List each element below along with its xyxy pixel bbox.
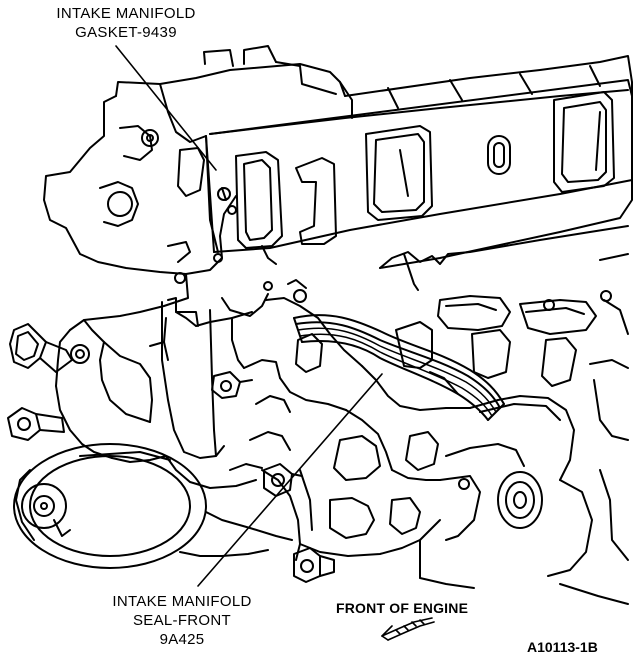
front-of-engine-label: FRONT OF ENGINE <box>336 600 469 616</box>
gasket-callout-line1: INTAKE MANIFOLD <box>56 5 196 22</box>
gasket-callout-line2: GASKET-9439 <box>75 24 177 41</box>
arrow-icon <box>381 617 435 641</box>
bolts <box>7 323 335 583</box>
bolt-bottom <box>293 547 335 583</box>
figure-id: A10113-1B <box>527 639 598 655</box>
seal-callout-line3: 9A425 <box>159 631 205 648</box>
intake-manifold-front-seal <box>293 314 505 421</box>
seal-leader-line <box>197 373 383 587</box>
bolt-lower-center <box>263 463 303 497</box>
bolt-center <box>211 371 253 399</box>
intake-manifold-gasket <box>205 79 633 291</box>
cylinder-block <box>287 225 629 605</box>
front-cover <box>55 273 471 561</box>
seal-callout: INTAKE MANIFOLD SEAL-FRONT 9A425 <box>82 592 282 649</box>
seal-callout-line2: SEAL-FRONT <box>132 612 231 629</box>
leader-lines <box>115 45 383 587</box>
bolt-upper-left <box>9 323 90 373</box>
gasket-leader-line <box>115 45 217 171</box>
seal-callout-line1: INTAKE MANIFOLD <box>112 593 252 610</box>
gasket-callout: INTAKE MANIFOLD GASKET-9439 <box>26 4 226 42</box>
crankshaft-pulley <box>13 443 293 569</box>
bolt-left <box>7 407 65 441</box>
cylinder-head <box>43 45 633 284</box>
